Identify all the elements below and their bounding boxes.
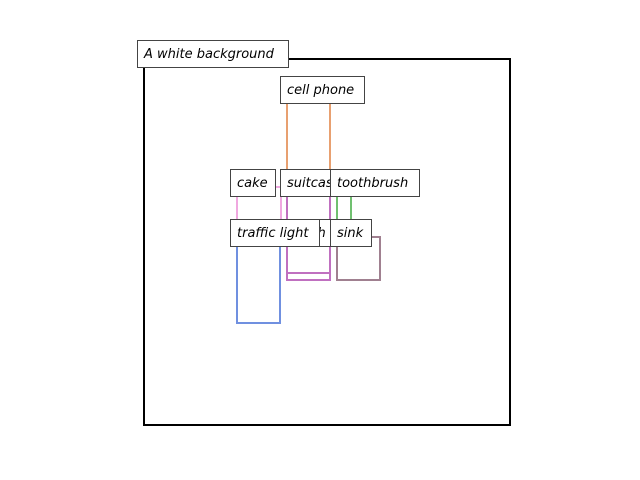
box-traffic-light: [236, 235, 281, 324]
svg-text:cake: cake: [237, 176, 268, 191]
label-traffic-light: traffic light: [230, 219, 320, 247]
label-toothbrush: toothbrush: [330, 169, 420, 197]
svg-text:sink: sink: [337, 226, 364, 241]
svg-text:suitcase: suitcase: [287, 176, 341, 191]
caption-text: A white background: [143, 47, 275, 62]
scene-frame: [143, 58, 511, 426]
label-cell-phone: cell phone: [280, 76, 365, 104]
caption-label: A white background: [137, 40, 289, 68]
svg-text:traffic light: traffic light: [237, 226, 309, 241]
object-boxes: [236, 96, 381, 324]
svg-text:toothbrush: toothbrush: [337, 176, 408, 191]
label-sink: sink: [330, 219, 372, 247]
label-cake: cake: [230, 169, 276, 197]
svg-text:cell phone: cell phone: [287, 83, 354, 98]
